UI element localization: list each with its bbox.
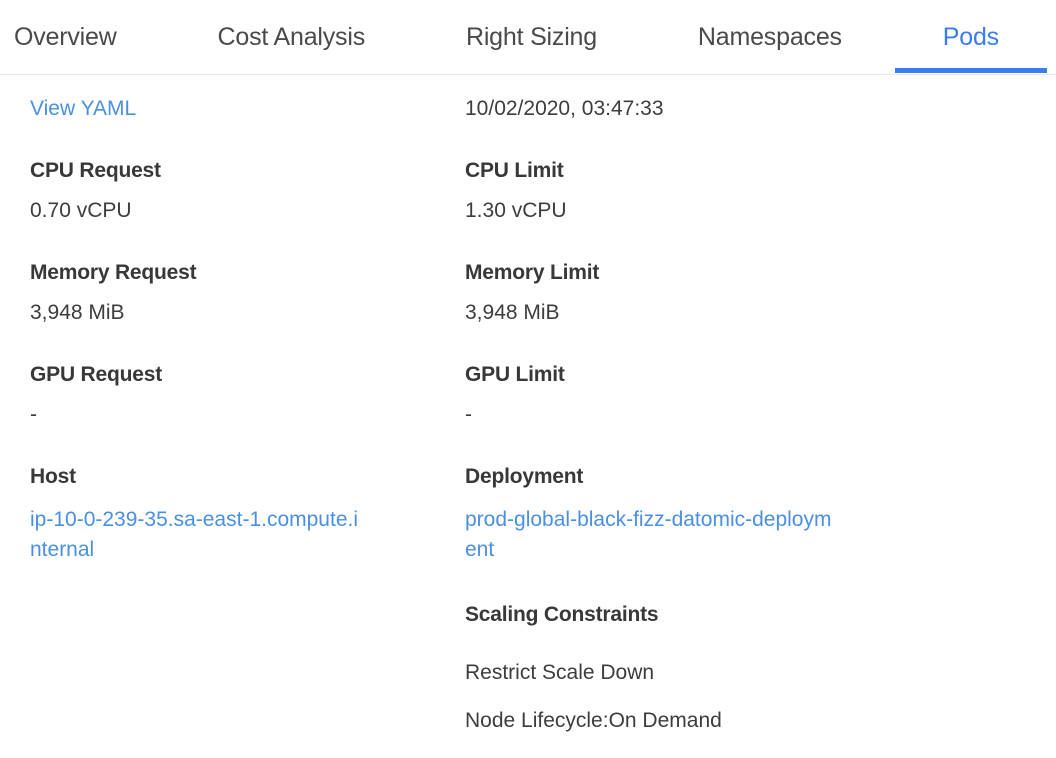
tab-bar: Overview Cost Analysis Right Sizing Name…	[0, 0, 1056, 75]
view-yaml-link[interactable]: View YAML	[30, 97, 137, 120]
field-label: GPU Limit	[465, 363, 565, 386]
field-label: GPU Request	[30, 363, 162, 386]
tab-cost-analysis[interactable]: Cost Analysis	[217, 22, 366, 51]
scaling-constraint-item: Restrict Scale Down	[465, 661, 655, 684]
field-cpu-request: CPU Request 0.70 vCPU	[30, 159, 465, 223]
field-gpu-limit: GPU Limit -	[465, 363, 1056, 427]
field-memory-limit: Memory Limit 3,948 MiB	[465, 261, 1056, 325]
field-deployment: Deployment prod-global-black-fizz-datomi…	[465, 465, 1056, 565]
field-value: 3,948 MiB	[465, 301, 560, 324]
scaling-constraints-section: Scaling Constraints Restrict Scale Down …	[465, 603, 1056, 733]
field-value: -	[30, 403, 37, 426]
field-memory-request: Memory Request 3,948 MiB	[30, 261, 465, 325]
field-host: Host ip-10-0-239-35.sa-east-1.compute.in…	[30, 465, 465, 565]
field-value: -	[465, 403, 472, 426]
tab-overview[interactable]: Overview	[14, 22, 117, 51]
scaling-constraint-item: Node Lifecycle:On Demand	[465, 709, 722, 732]
field-cpu-limit: CPU Limit 1.30 vCPU	[465, 159, 1056, 223]
field-gpu-request: GPU Request -	[30, 363, 465, 427]
pod-detail-panel: View YAML CPU Request 0.70 vCPU Memory R…	[0, 75, 1056, 757]
timestamp: 10/02/2020, 03:47:33	[465, 97, 664, 120]
field-value: 3,948 MiB	[30, 301, 125, 324]
field-label: Host	[30, 465, 76, 488]
tab-right-sizing[interactable]: Right Sizing	[465, 22, 597, 51]
field-label: Deployment	[465, 465, 584, 488]
field-label: CPU Limit	[465, 159, 564, 182]
field-value: 1.30 vCPU	[465, 199, 567, 222]
field-label: CPU Request	[30, 159, 161, 182]
deployment-link[interactable]: prod-global-black-fizz-datomic-deploymen…	[465, 508, 832, 561]
tab-namespaces[interactable]: Namespaces	[697, 22, 842, 51]
field-label: Memory Limit	[465, 261, 600, 284]
field-value: 0.70 vCPU	[30, 199, 132, 222]
scaling-constraints-title: Scaling Constraints	[465, 603, 659, 626]
detail-column-left: View YAML CPU Request 0.70 vCPU Memory R…	[30, 97, 465, 757]
host-link[interactable]: ip-10-0-239-35.sa-east-1.compute.interna…	[30, 508, 359, 561]
detail-column-right: 10/02/2020, 03:47:33 CPU Limit 1.30 vCPU…	[465, 97, 1056, 757]
field-label: Memory Request	[30, 261, 197, 284]
tab-pods[interactable]: Pods	[943, 0, 999, 75]
